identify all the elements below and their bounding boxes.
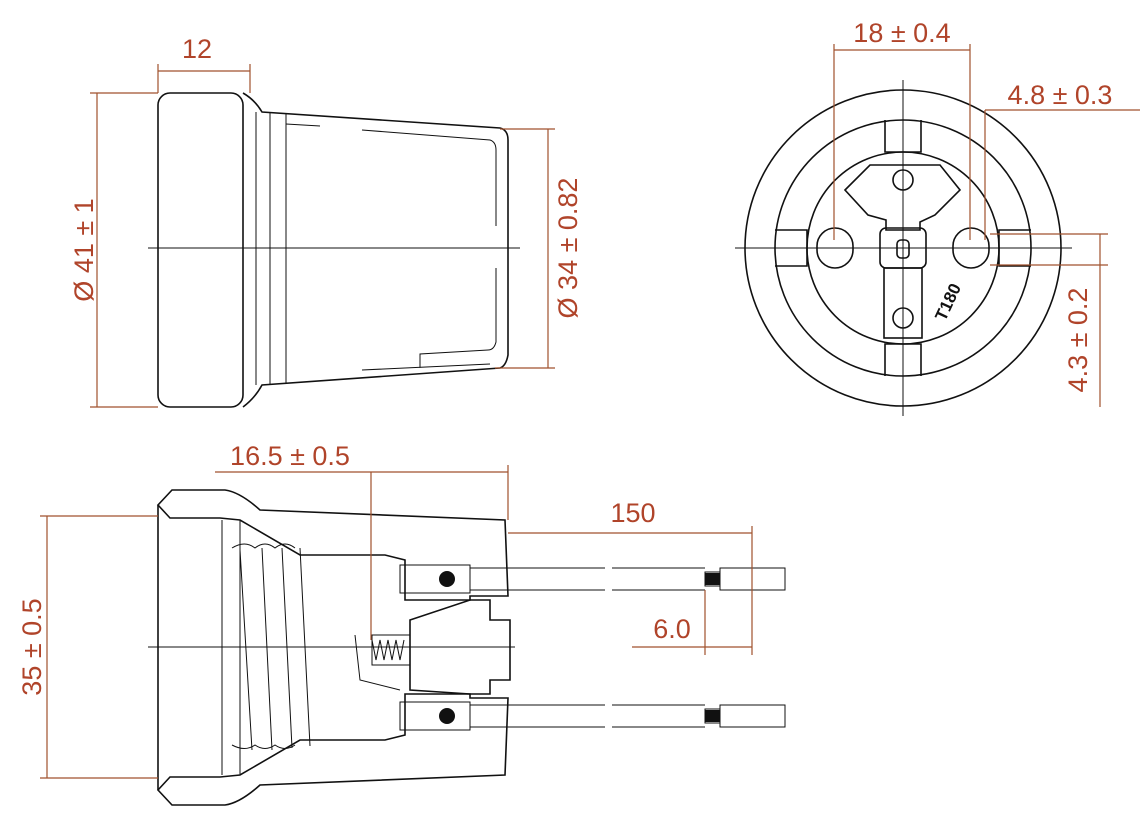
body-outline [242,92,509,408]
dim-length: 12 [182,34,212,64]
dim-slot: 4.8 ± 0.3 [1008,80,1113,110]
dim-height: 4.3 ± 0.2 [1063,288,1093,393]
front-ring [157,92,244,408]
dim-rear-diameter: Ø 34 ± 0.82 [553,178,583,319]
end-view: T180 18 ± 0.4 4.8 ± 0.3 4.3 ± 0.2 [735,18,1140,416]
dim-section-height: 35 ± 0.5 [17,598,47,695]
dim-strip-length: 6.0 [653,614,691,644]
section-view: 16.5 ± 0.5 150 6.0 35 ± 0.5 [17,441,786,806]
dim-wire-length: 150 [610,498,655,528]
dim-outer-diameter: Ø 41 ± 1 [69,198,99,301]
side-view: 12 Ø 41 ± 1 Ø 34 ± 0.82 [69,34,583,408]
dim-depth: 16.5 ± 0.5 [230,441,350,471]
dim-width: 18 ± 0.4 [853,18,950,48]
temperature-marking: T180 [931,281,965,324]
